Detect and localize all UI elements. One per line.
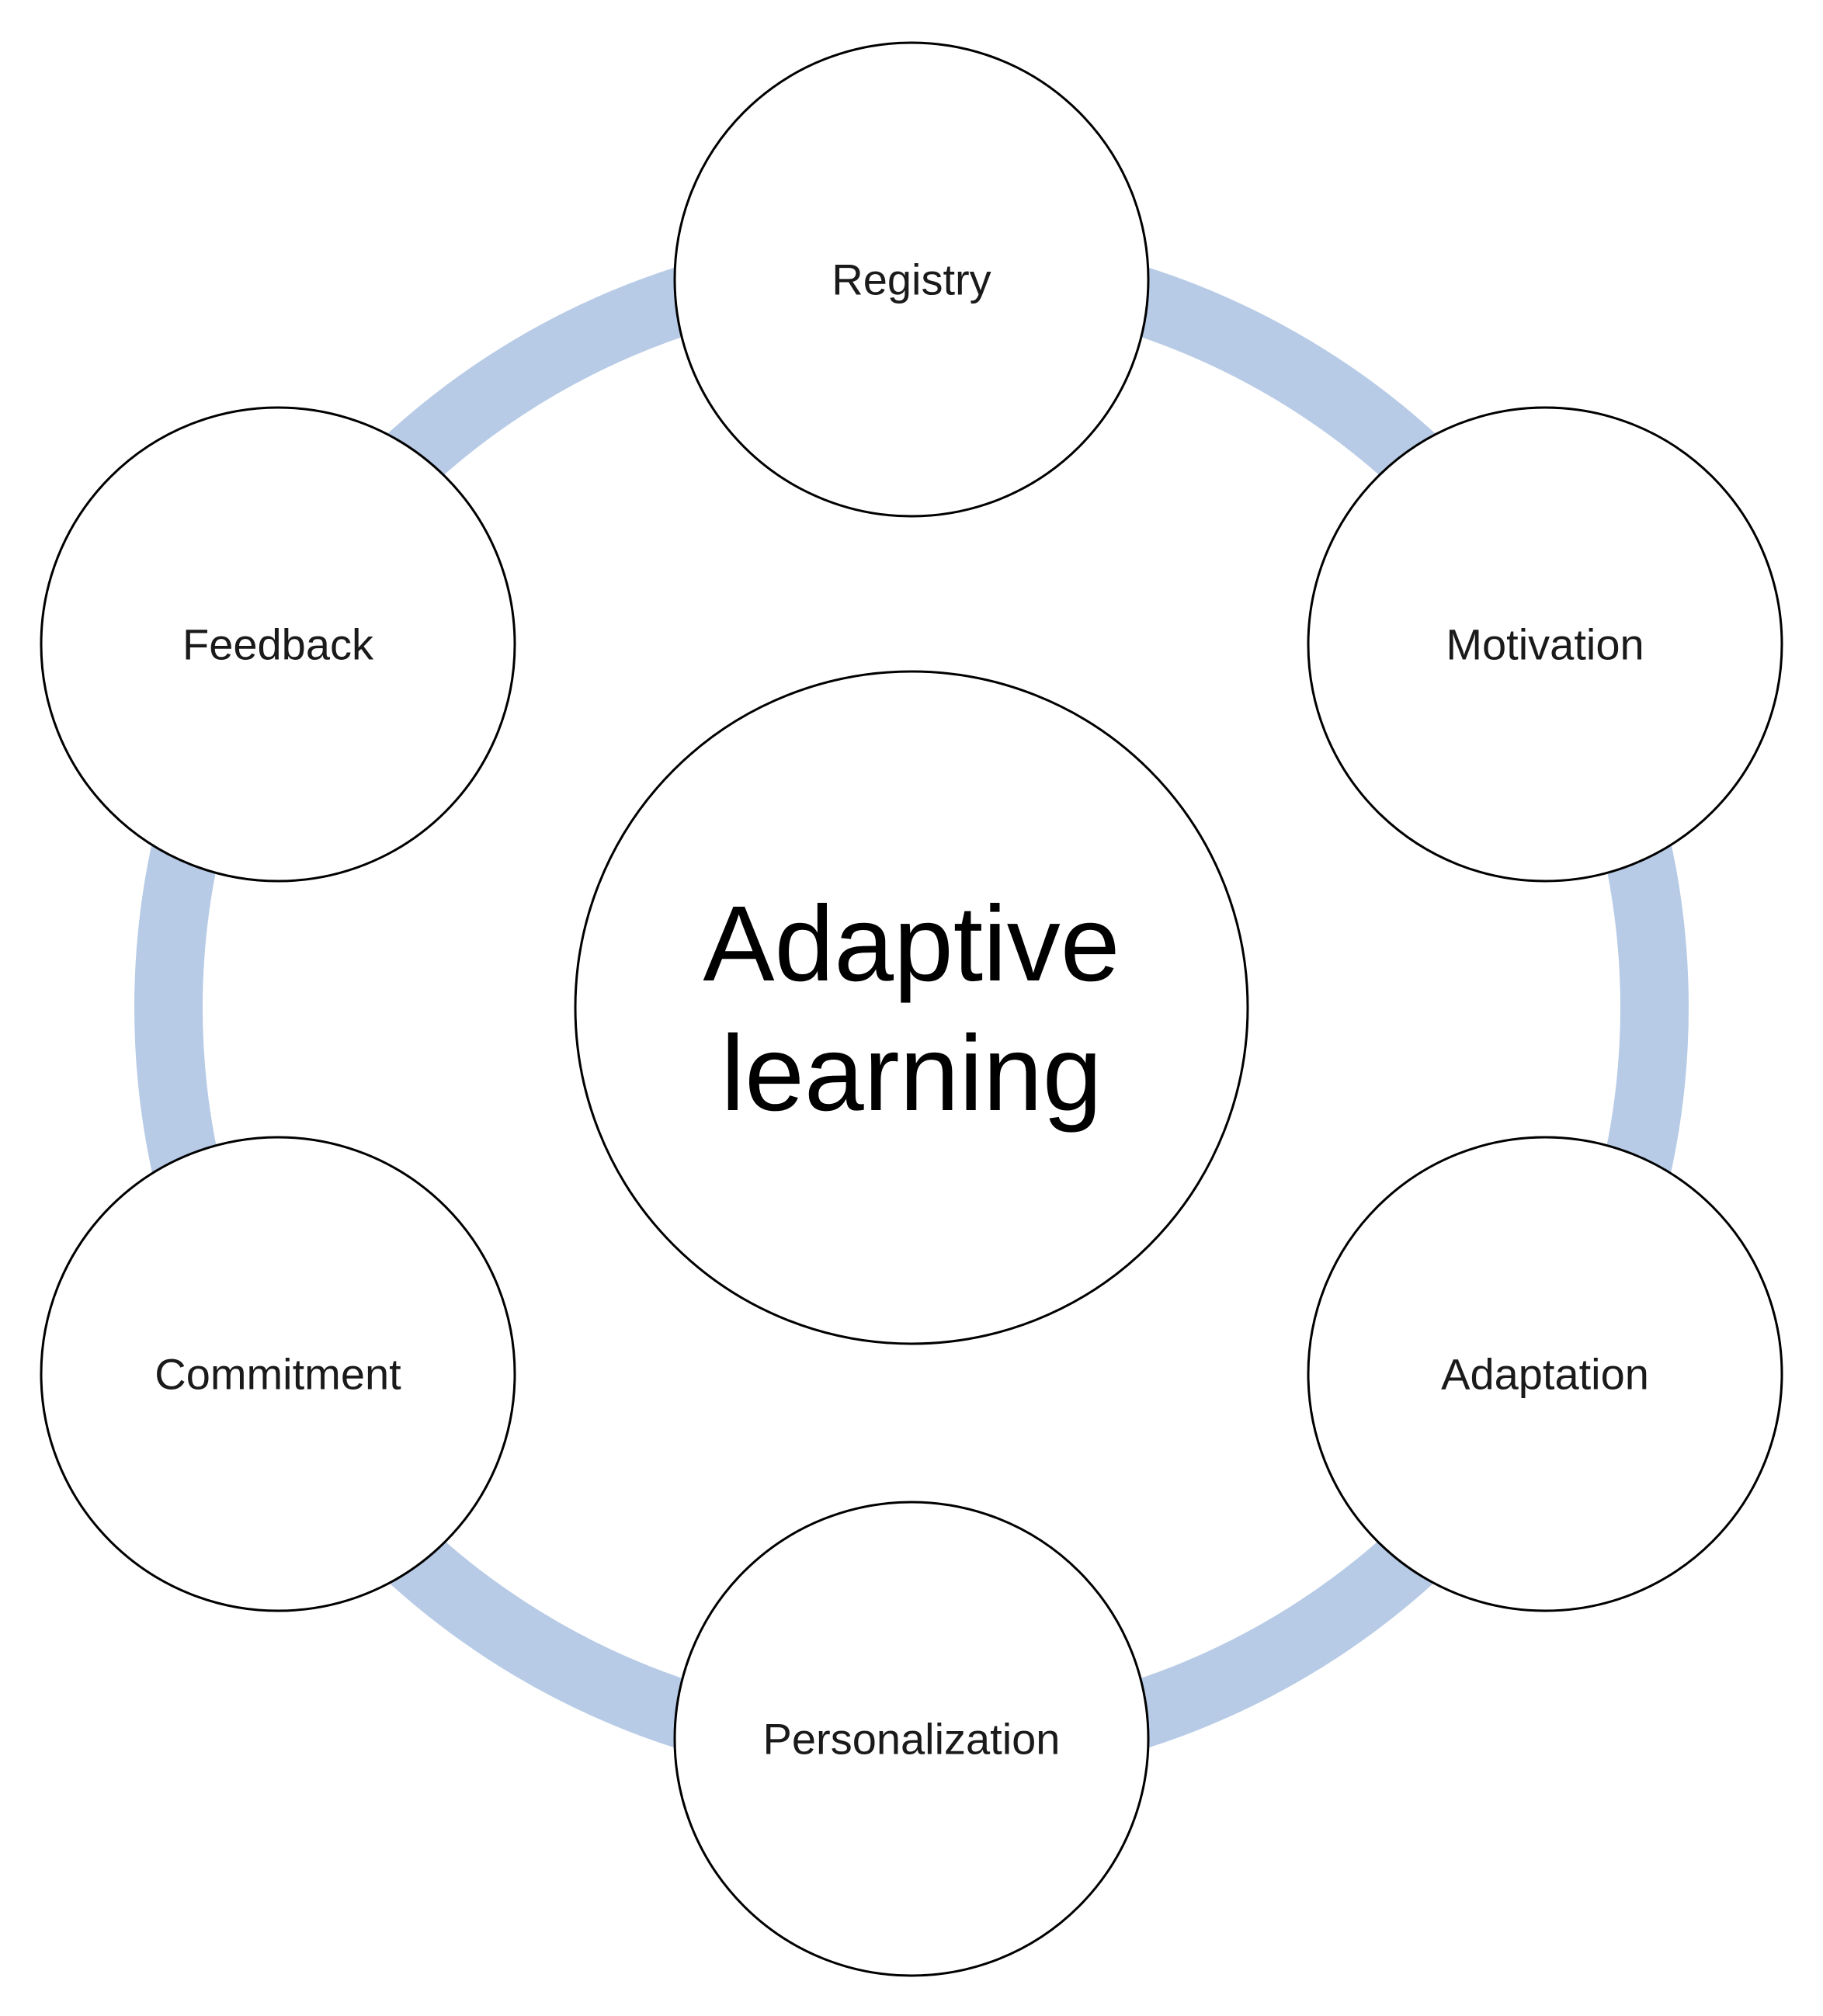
node-adaptation: Adaptation	[1307, 1136, 1783, 1612]
node-motivation-label: Motivation	[1446, 620, 1644, 669]
node-feedback: Feedback	[40, 406, 516, 883]
center-circle	[574, 670, 1249, 1345]
center-title-line-1: Adaptive	[703, 884, 1120, 1004]
node-registry-label: Registry	[832, 255, 991, 304]
node-registry-circle	[673, 41, 1150, 518]
center-node: Adaptive learning	[574, 670, 1249, 1345]
node-personalization-label: Personalization	[763, 1715, 1061, 1764]
node-commitment-label: Commitment	[155, 1350, 401, 1399]
node-adaptation-label: Adaptation	[1441, 1350, 1649, 1399]
node-feedback-label: Feedback	[182, 620, 374, 669]
center-title-line-2: learning	[721, 1014, 1102, 1133]
node-commitment: Commitment	[40, 1136, 516, 1612]
node-motivation-circle	[1307, 406, 1783, 883]
node-feedback-circle	[40, 406, 516, 883]
node-registry: Registry	[673, 41, 1150, 518]
node-personalization: Personalization	[673, 1501, 1150, 1977]
node-personalization-circle	[673, 1501, 1150, 1977]
node-adaptation-circle	[1307, 1136, 1783, 1612]
node-motivation: Motivation	[1307, 406, 1783, 883]
node-commitment-circle	[40, 1136, 516, 1612]
